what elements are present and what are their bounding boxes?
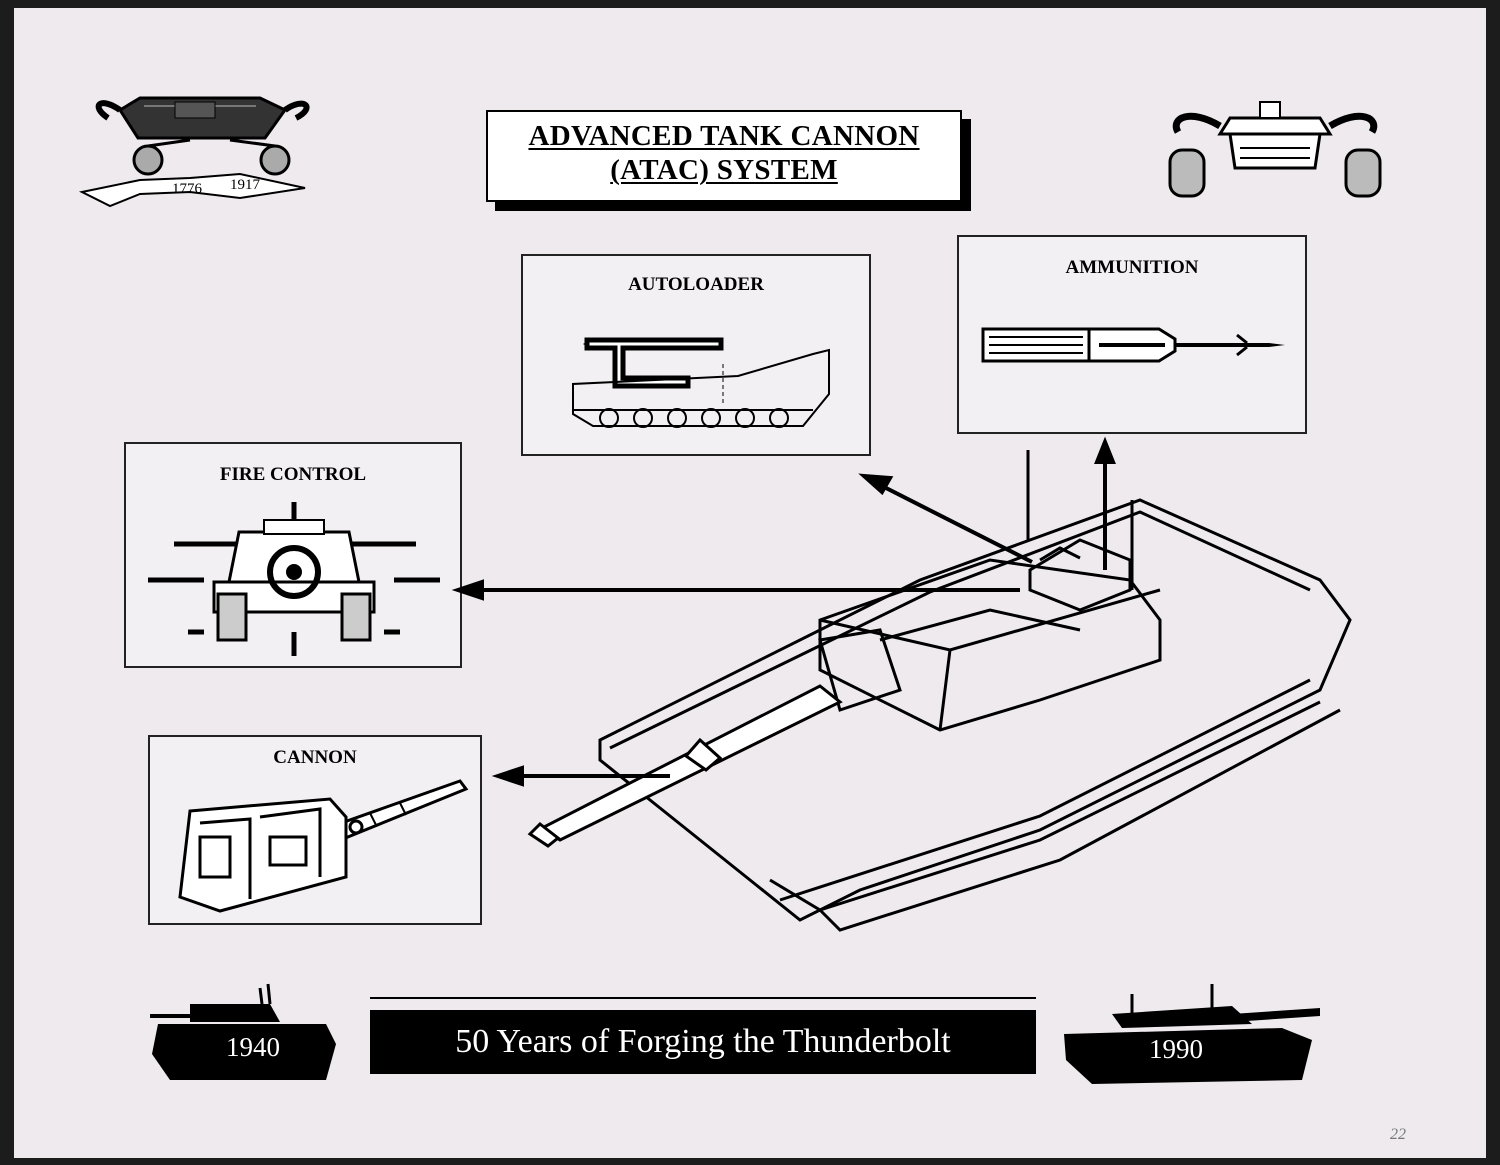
title-line-2: (ATAC) SYSTEM [610, 154, 838, 186]
tank-1990-silhouette [1064, 984, 1320, 1084]
autoloader-diagram [572, 337, 830, 428]
fire-control-sight-diagram [148, 502, 440, 656]
year-1940: 1940 [226, 1032, 280, 1062]
emblem-year-1917: 1917 [230, 177, 261, 193]
title-line-1: ADVANCED TANK CANNON [528, 120, 920, 152]
title-box: ADVANCED TANK CANNON (ATAC) SYSTEM [486, 110, 962, 202]
armor-branch-emblem-modern [1168, 101, 1382, 198]
cannon-label: CANNON [273, 747, 357, 768]
fire-control-label: FIRE CONTROL [219, 464, 367, 485]
cannon-panel: CANNON [148, 735, 482, 925]
year-1990: 1990 [1149, 1034, 1203, 1064]
autoloader-panel: AUTOLOADER [521, 254, 871, 456]
banner-rule [370, 997, 1036, 999]
emblem-year-1776: 1776 [172, 181, 203, 197]
footer-banner: 50 Years of Forging the Thunderbolt [370, 1010, 1036, 1074]
tank-1940-silhouette [150, 983, 336, 1080]
fire-control-panel: FIRE CONTROL [124, 442, 462, 668]
m1-tank-line-drawing [451, 436, 1352, 932]
armor-branch-emblem-1917: 1776 1917 [78, 96, 310, 208]
ammunition-round-diagram [981, 327, 1285, 363]
cannon-breech-diagram [178, 779, 469, 913]
ammunition-label: AMMUNITION [1065, 257, 1199, 278]
ammunition-panel: AMMUNITION [957, 235, 1307, 434]
autoloader-label: AUTOLOADER [628, 274, 764, 295]
page-number-mark: 22 [1390, 1126, 1406, 1143]
